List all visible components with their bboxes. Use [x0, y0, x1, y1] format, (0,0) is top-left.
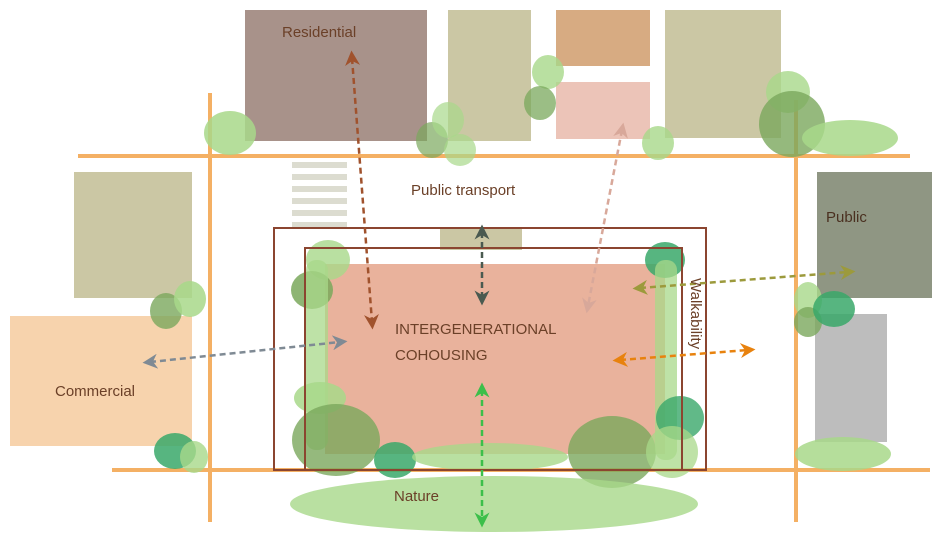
public-building: [817, 172, 932, 298]
crosswalk: [292, 162, 347, 228]
building-top-4: [556, 82, 650, 139]
label-center-line2: COHOUSING: [395, 347, 488, 364]
commercial-building: [10, 316, 192, 446]
arrow-commercial: [142, 335, 348, 369]
building-left: [74, 172, 192, 298]
arrow-residential: [345, 50, 379, 330]
label-walkability: Walkability: [687, 278, 704, 350]
arrow-public: [632, 265, 856, 295]
residential-building: [245, 10, 427, 141]
label-nature: Nature: [394, 488, 439, 505]
building-top-3: [556, 10, 650, 66]
arrow-walkability: [612, 343, 756, 367]
label-public: Public: [826, 209, 867, 226]
label-public-transport: Public transport: [411, 182, 516, 199]
label-residential: Residential: [282, 24, 356, 41]
building-right-grey: [815, 314, 887, 442]
label-center-line1: INTERGENERATIONAL: [395, 321, 556, 338]
label-commercial: Commercial: [55, 383, 135, 400]
